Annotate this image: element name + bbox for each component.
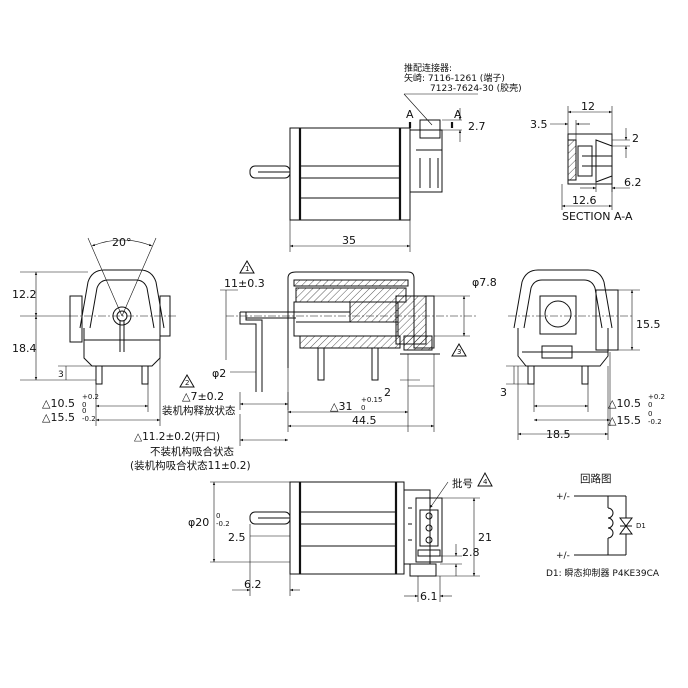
right-dim-15-5b-tol2: -0.2	[648, 418, 662, 426]
bottom-dia-20-tol: 0	[216, 512, 220, 520]
right-view: 15.5 3 △10.5 +0.2 0 △15.5 0 -0.2 18.5	[500, 269, 665, 441]
section-dim-3-5: 3.5	[530, 118, 548, 131]
center-dim-31-tol: +0.15	[361, 396, 382, 404]
left-dim-15-5: △15.5	[42, 411, 75, 424]
center-not-installed: 不装机构吸合状态	[150, 445, 234, 458]
left-dim-10-5-tol: +0.2	[82, 393, 99, 401]
circuit-minus: +/-	[556, 551, 570, 561]
section-title: SECTION A-A	[562, 210, 633, 223]
right-dim-18-5: 18.5	[546, 428, 571, 441]
left-angle-20: 20°	[112, 236, 132, 249]
bottom-view: 批号 4 φ20 0 -0.2 2.5 21 2.8 6.2	[188, 471, 493, 603]
center-section-view: 11±0.3 1 φ2 2 △7±0.2 装机构释放状态 φ7.8 3 2 △3…	[130, 260, 497, 472]
left-view: 20° 12.2 18.4 3 △10.5 +0.	[12, 236, 176, 426]
center-dim-2: 2	[384, 386, 391, 399]
section-dim-12-6: 12.6	[572, 194, 597, 207]
center-dim-31: △31	[330, 400, 352, 413]
bottom-dia-20-tol2: -0.2	[216, 520, 230, 528]
right-dim-15-5b: △15.5	[608, 414, 641, 427]
right-dim-10-5-tol2: 0	[648, 401, 652, 409]
section-dim-12: 12	[581, 100, 595, 113]
top-dim-2-7: 2.7	[468, 120, 486, 133]
center-dim-11: 11±0.3	[224, 277, 265, 290]
connector-note-line2: 矢崎: 7116-1261 (端子)	[404, 72, 505, 84]
center-flag-3: 3	[457, 348, 461, 356]
right-dim-15-5: 15.5	[636, 318, 661, 331]
center-dim-44-5: 44.5	[352, 414, 377, 427]
bottom-dim-6-2: 6.2	[244, 578, 262, 591]
center-flag-1: 1	[245, 265, 249, 273]
left-dim-18-4: 18.4	[12, 342, 37, 355]
left-dim-15-5-tol2: -0.2	[82, 415, 96, 423]
bottom-dim-2-8: 2.8	[462, 546, 480, 559]
right-dim-10-5: △10.5	[608, 397, 641, 410]
left-dim-10-5-tol2: 0	[82, 401, 86, 409]
connector-note-line1: 推配连接器:	[404, 62, 452, 74]
right-dim-3: 3	[500, 386, 507, 399]
circuit-diode-label: D1	[636, 522, 646, 530]
right-dim-10-5-tol: +0.2	[648, 393, 665, 401]
left-dim-12-2: 12.2	[12, 288, 37, 301]
center-release-state: 装机构释放状态	[162, 404, 236, 417]
bottom-batch-label: 批号	[452, 477, 473, 490]
center-dia-2: φ2	[212, 367, 226, 380]
center-installed: (装机构吸合状态11±0.2)	[130, 459, 251, 472]
top-view: A A 2.7 35	[249, 108, 486, 252]
section-mark-left: A	[406, 108, 414, 121]
section-dim-2: 2	[632, 132, 639, 145]
left-dim-3: 3	[58, 370, 64, 380]
section-dim-6-2: 6.2	[624, 176, 642, 189]
bottom-dim-6-1: 6.1	[420, 590, 438, 603]
left-dim-15-5-tol: 0	[82, 407, 86, 415]
left-dim-10-5: △10.5	[42, 397, 75, 410]
center-dim-stroke: △7±0.2	[182, 390, 224, 403]
circuit-title: 回路图	[580, 472, 612, 485]
top-dim-35: 35	[342, 234, 356, 247]
bottom-dia-20: φ20	[188, 516, 209, 529]
circuit-legend: D1: 瞬态抑制器 P4KE39CA	[546, 567, 660, 579]
connector-note: 推配连接器: 矢崎: 7116-1261 (端子) 7123-7624-30 (…	[403, 62, 522, 126]
center-open-dim: △11.2±0.2(开口)	[134, 431, 220, 443]
circuit-diagram: 回路图 +/- +/- D1 D1: 瞬态抑制器 P4KE39CA	[546, 472, 660, 579]
bottom-dim-21: 21	[478, 531, 492, 544]
bottom-dim-2-5: 2.5	[228, 531, 246, 544]
center-flag-2: 2	[185, 379, 189, 387]
connector-note-line3: 7123-7624-30 (胶壳)	[430, 82, 522, 94]
right-dim-15-5b-tol: 0	[648, 410, 652, 418]
section-a-a-view: 12 3.5 2 6.2 12.6 SECTION A-A	[530, 100, 642, 223]
section-mark-right: A	[454, 108, 462, 121]
center-dim-31-tol2: 0	[361, 404, 365, 412]
center-dia-7-8: φ7.8	[472, 276, 497, 289]
bottom-flag-4: 4	[483, 478, 488, 486]
circuit-plus: +/-	[556, 492, 570, 502]
